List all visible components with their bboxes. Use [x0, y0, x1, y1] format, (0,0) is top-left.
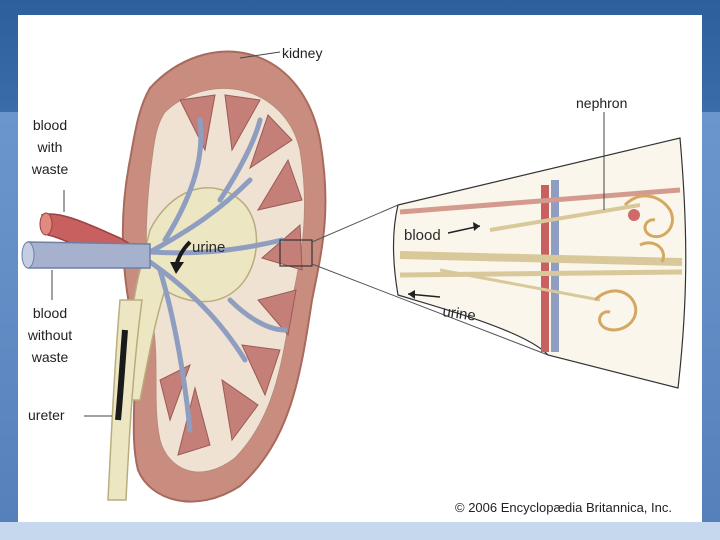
label-blood-without-waste-3: waste [31, 349, 69, 365]
label-blood-without-waste-1: blood [33, 305, 67, 321]
copyright-text: © 2006 Encyclopædia Britannica, Inc. [455, 500, 672, 515]
label-urine-kidney: urine [192, 239, 225, 256]
label-blood-with-waste-2: with [37, 139, 63, 155]
renal-vein [28, 242, 150, 268]
label-ureter: ureter [28, 407, 65, 423]
glomerulus-knot [628, 209, 640, 221]
label-blood-with-waste-3: waste [31, 161, 69, 177]
label-blood-without-waste-2: without [27, 327, 72, 343]
vein-opening [22, 242, 34, 268]
label-blood-with-waste-1: blood [33, 117, 67, 133]
label-kidney: kidney [282, 45, 322, 61]
label-blood-inset: blood [404, 227, 441, 244]
label-nephron: nephron [576, 95, 627, 111]
label-urine-inset: urine [441, 303, 476, 324]
artery-opening [40, 213, 52, 235]
